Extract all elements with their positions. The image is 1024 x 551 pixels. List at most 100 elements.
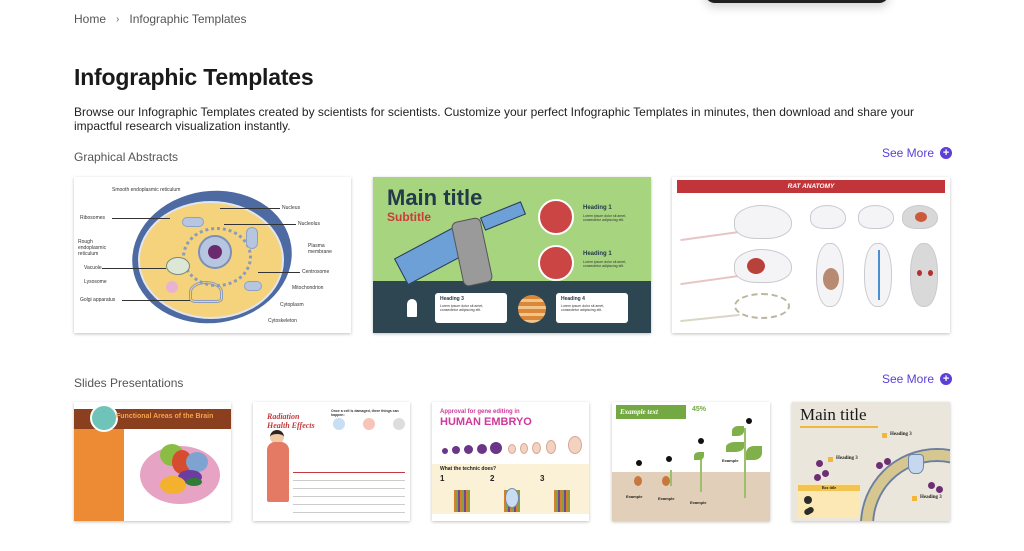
embryo-cell [452, 446, 460, 454]
molecule-dot [884, 458, 891, 465]
card-body-text: Lorem ipsum dolor sit amet, consectetur … [583, 260, 627, 268]
slide-title: Main title [800, 405, 867, 424]
embryo-illustration [508, 444, 516, 454]
molecule-dot [928, 482, 935, 489]
template-card-radiation[interactable]: Radiation Health Effects Once a cell is … [253, 402, 410, 521]
slide-banner: Example text [616, 405, 686, 419]
template-card-eukaryotic-cell[interactable]: Smooth endoplasmic reticulum Ribosomes R… [74, 177, 351, 333]
slide-title-line-1: Approval for gene editing in [440, 409, 520, 415]
breadcrumb-home-link[interactable]: Home [74, 12, 107, 26]
rat-kidney-illustration [910, 243, 938, 307]
step-badge [828, 457, 833, 462]
label-nucleolus: Nucleolus [298, 221, 320, 227]
rat-vascular-illustration [864, 243, 892, 307]
pill-icon [804, 496, 812, 504]
label-cytoplasm: Cytoplasm [280, 302, 304, 308]
breadcrumb: Home › Infographic Templates [74, 12, 247, 26]
image-placeholder-circle [538, 199, 574, 235]
embryo-illustration [546, 440, 556, 454]
embryo-cell [464, 445, 473, 454]
breadcrumb-current: Infographic Templates [129, 12, 247, 26]
info-box [556, 293, 628, 323]
embryo-cell [477, 444, 487, 454]
planet-illustration [518, 295, 546, 323]
rat-head-illustration [858, 205, 894, 229]
label-leader-line [112, 218, 170, 219]
card-heading: Heading 1 [583, 205, 612, 211]
template-card-space-station[interactable]: Main title Subtitle Heading 1 Lorem ipsu… [373, 177, 651, 333]
stem-illustration [744, 428, 746, 498]
map-pin-icon [746, 418, 752, 424]
rat-dissected-illustration [734, 249, 792, 283]
title-line-2: Health Effects [267, 421, 315, 430]
leaf-illustration [694, 452, 704, 460]
embryo-cell [442, 448, 448, 454]
template-card-brain-areas[interactable]: Functional Areas of the Brain [74, 402, 231, 521]
template-card-gene-editing[interactable]: Approval for gene editing in HUMAN EMBRY… [432, 402, 589, 521]
label-leader-line [258, 272, 300, 273]
dna-illustration [454, 490, 470, 512]
map-pin-icon [698, 438, 704, 444]
cas9-illustration [505, 488, 519, 508]
person-illustration [267, 442, 289, 502]
stem-illustration [700, 452, 702, 492]
info-box [435, 293, 507, 323]
label-lysosome: Lysosome [84, 279, 107, 285]
molecule-dot [816, 460, 823, 467]
card-body-text: Lorem ipsum dolor sit amet, consectetur … [583, 214, 627, 222]
rat-head-illustration [902, 205, 938, 229]
see-more-graphical-abstracts[interactable]: See More + [882, 146, 953, 160]
rat-tail [680, 230, 740, 242]
card-heading: Heading 1 [583, 251, 612, 257]
organs-illustration [823, 268, 839, 290]
heading: Heading 3 [836, 456, 858, 461]
chart-line [293, 472, 405, 473]
template-card-rat-anatomy[interactable]: RAT ANATOMY [672, 177, 950, 333]
leaf-illustration [726, 442, 744, 452]
card-subtitle: Subtitle [387, 210, 431, 224]
see-more-label: See More [882, 146, 935, 160]
plus-circle-icon: + [940, 373, 953, 385]
embryo-cell [490, 442, 502, 454]
seed-illustration [662, 476, 670, 486]
brain-region [186, 478, 202, 486]
leaf-illustration [732, 426, 744, 436]
embryo-illustration [520, 443, 528, 454]
brain-section-illustration [915, 212, 927, 222]
mitochondrion-illustration [246, 227, 258, 249]
lysosome-illustration [166, 281, 178, 293]
label-centrosome: Centrosome [302, 269, 330, 275]
chart-line [293, 504, 405, 505]
label-mitochondrion: Mitochondrion [292, 285, 324, 291]
brain-region [186, 452, 208, 472]
step-number: 2 [490, 474, 495, 483]
see-more-slides-presentations[interactable]: See More + [882, 372, 953, 386]
label-plasma-membrane: Plasma membrane [308, 243, 332, 255]
caption: Example [690, 500, 707, 505]
slide-sidebar [74, 429, 124, 521]
template-card-plant-growth[interactable]: Example text 45% Example Example Example… [612, 402, 770, 521]
label-leader-line [220, 208, 280, 209]
heading: Heading 3 [920, 495, 942, 500]
label-ribosomes: Ribosomes [80, 215, 106, 221]
floating-toolbar[interactable] [705, 0, 889, 3]
card-body-text: Lorem ipsum dolor sit amet, consectetur … [561, 304, 605, 312]
head-silhouette-icon [90, 404, 118, 432]
caption: Example [626, 494, 643, 499]
embryo-illustration [532, 442, 541, 454]
molecule-dot [936, 486, 943, 493]
slide-title: Functional Areas of the Brain [116, 413, 214, 420]
title-line-1: Radiation [267, 412, 300, 421]
card-body-text: Lorem ipsum dolor sit amet, consectetur … [440, 304, 484, 312]
template-card-membrane[interactable]: Main title Heading 3 Heading 3 Heading 3… [792, 402, 950, 521]
golgi-illustration [189, 281, 223, 303]
molecule-dot [876, 462, 883, 469]
kidney-illustration [928, 270, 933, 276]
label-cytoskeleton: Cytoskeleton [268, 318, 297, 324]
card-heading: Heading 4 [561, 296, 585, 302]
image-placeholder-circle [538, 245, 574, 281]
see-more-label: See More [882, 372, 935, 386]
cell-icon [393, 418, 405, 430]
nucleolus-illustration [208, 245, 222, 259]
label-leader-line [122, 300, 190, 301]
